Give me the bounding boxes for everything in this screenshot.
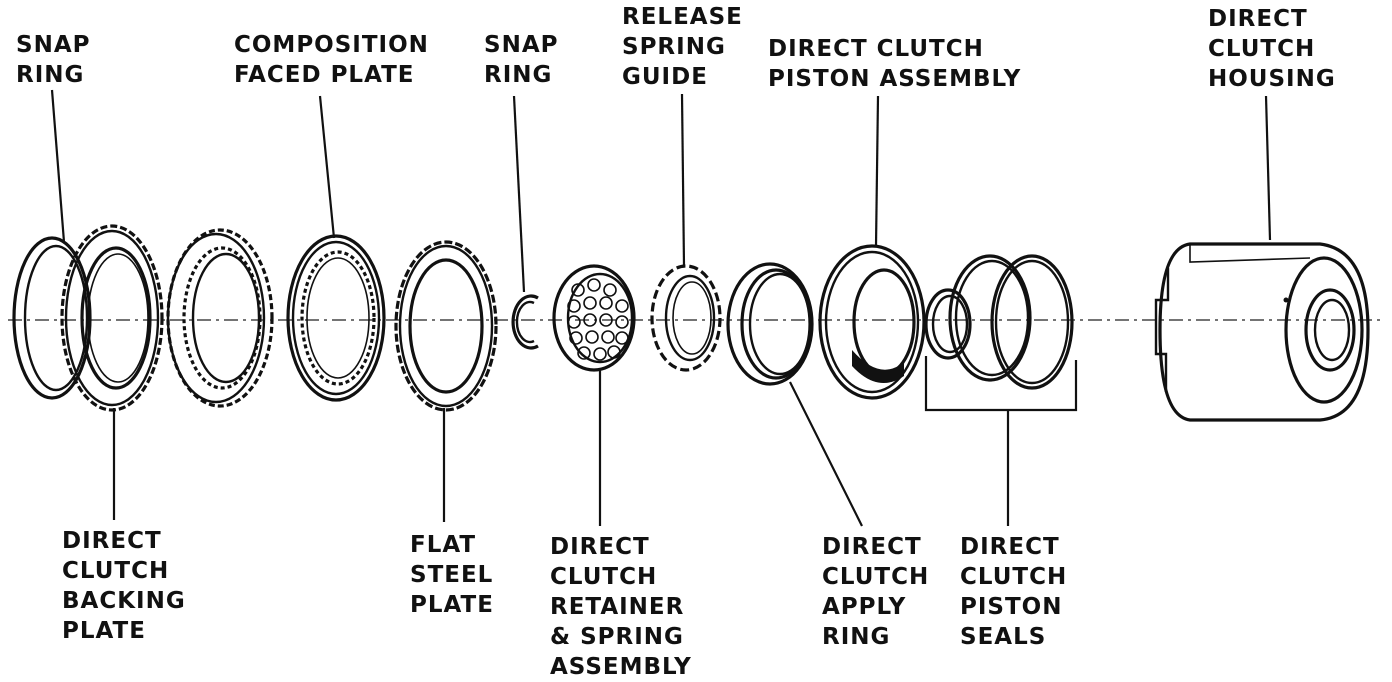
leader-snap-ring-left [50, 89, 66, 243]
label-housing: DIRECT CLUTCH HOUSING [1208, 6, 1336, 92]
label-snap-ring-mid: SNAP RING [484, 32, 568, 88]
leader-snap-ring-mid [512, 95, 526, 293]
label-piston-seals: DIRECT CLUTCH PISTON SEALS [960, 534, 1076, 650]
leader-lines [50, 89, 1272, 527]
label-snap-ring-left: SNAP RING [16, 32, 100, 88]
retainer-spring-part [552, 264, 636, 372]
leader-housing [1264, 95, 1272, 241]
release-spring-guide-part [650, 264, 722, 372]
clutch-housing-part [1154, 242, 1370, 422]
snap-ring-mid-part [511, 294, 539, 350]
leader-apply-ring [789, 381, 863, 527]
label-apply-ring: DIRECT CLUTCH APPLY RING [822, 534, 938, 650]
label-flat-steel-plate: FLAT STEEL PLATE [410, 532, 502, 618]
snap-ring-left-part [12, 236, 92, 400]
flat-steel-plate-part [394, 240, 498, 412]
leader-composition-plate [318, 95, 336, 239]
piston-seals-part [924, 254, 1074, 390]
label-retainer-spring: DIRECT CLUTCH RETAINER & SPRING ASSEMBLY [550, 534, 693, 680]
composition-plate-1-part [166, 228, 274, 408]
label-composition-plate: COMPOSITION FACED PLATE [234, 32, 438, 88]
backing-plate-part [60, 224, 164, 412]
piston-assembly-part [818, 244, 926, 400]
apply-ring-part [726, 262, 814, 386]
label-release-spring-guide: RELEASE SPRING GUIDE [622, 4, 752, 90]
label-piston-assembly: DIRECT CLUTCH PISTON ASSEMBLY [768, 36, 1021, 92]
leader-piston-seals [924, 356, 1078, 526]
leader-piston-assembly [874, 95, 880, 247]
composition-plate-2-part [286, 234, 386, 402]
leader-release-spring-guide [680, 93, 686, 267]
label-backing-plate: DIRECT CLUTCH BACKING PLATE [62, 528, 195, 644]
